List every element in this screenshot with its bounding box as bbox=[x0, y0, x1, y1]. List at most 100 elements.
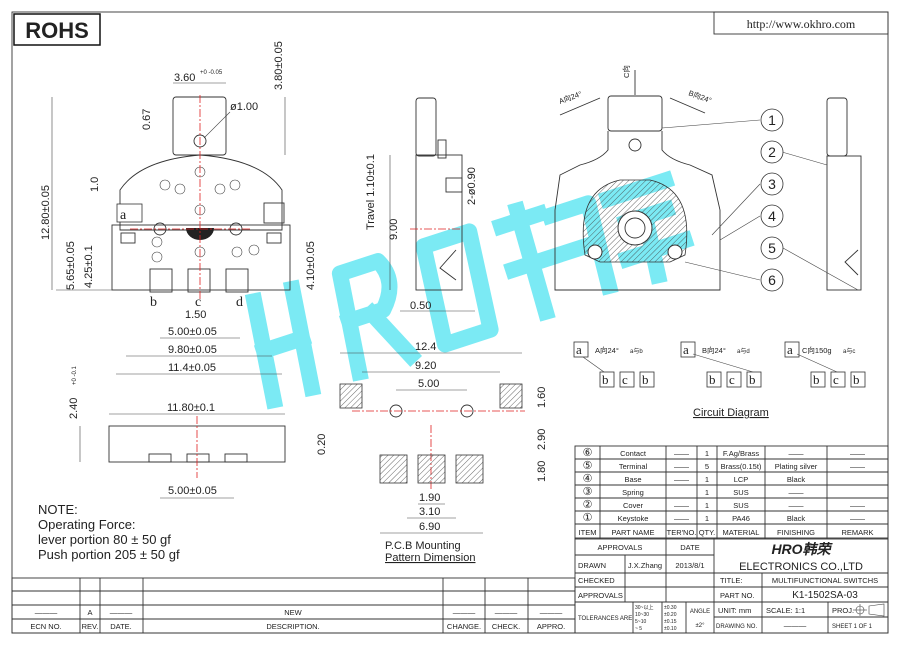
svg-text:5~10: 5~10 bbox=[635, 619, 646, 625]
svg-text:c: c bbox=[622, 372, 628, 387]
bom-cell-item: ④ bbox=[583, 473, 593, 485]
svg-text:1: 1 bbox=[768, 112, 776, 128]
bom-cell-item: ⑤ bbox=[583, 460, 593, 472]
svg-text:ELECTRONICS CO.,LTD: ELECTRONICS CO.,LTD bbox=[739, 561, 863, 573]
svg-text:3.60: 3.60 bbox=[174, 72, 195, 84]
svg-text:5.00: 5.00 bbox=[418, 378, 439, 390]
svg-text:d: d bbox=[236, 295, 243, 310]
bom-cell-finishing: —— bbox=[789, 449, 805, 458]
bom-header-item: ITEM bbox=[579, 528, 597, 537]
svg-text:2.90: 2.90 bbox=[536, 429, 548, 450]
svg-text:———: ——— bbox=[784, 621, 807, 630]
bom-cell-finishing: Black bbox=[787, 475, 806, 484]
svg-text:APPRO.: APPRO. bbox=[537, 622, 565, 631]
svg-text:2: 2 bbox=[768, 144, 776, 160]
svg-text:6: 6 bbox=[768, 272, 776, 288]
svg-text:5.65±0.05: 5.65±0.05 bbox=[65, 241, 77, 290]
bom-cell-remark: —— bbox=[850, 501, 866, 510]
bom-cell-ter: —— bbox=[674, 475, 690, 484]
svg-text:a: a bbox=[787, 342, 793, 357]
svg-text:1.50: 1.50 bbox=[185, 309, 206, 321]
bom-cell-material: PA46 bbox=[732, 514, 750, 523]
bom-cell-ter: —— bbox=[674, 514, 690, 523]
svg-text:2013/8/1: 2013/8/1 bbox=[675, 561, 704, 570]
svg-text:a: a bbox=[576, 342, 582, 357]
svg-text:DATE.: DATE. bbox=[110, 622, 132, 631]
bom-cell-finishing: —— bbox=[789, 501, 805, 510]
svg-text:3.80±0.05: 3.80±0.05 bbox=[273, 41, 285, 90]
svg-text:C向: C向 bbox=[621, 65, 631, 78]
bom-cell-finishing: Black bbox=[787, 514, 806, 523]
svg-text:Travel 1.10±0.1: Travel 1.10±0.1 bbox=[365, 154, 377, 230]
operating-force-note: NOTE: Operating Force: lever portion 80 … bbox=[38, 502, 180, 562]
circuit-group-b: a B向24° a与d b c b bbox=[680, 341, 762, 388]
front-view: a b c d 3.60 +0 -0.05 3.80±0.05 ø1.00 0.… bbox=[40, 41, 317, 375]
svg-text:NEW: NEW bbox=[284, 608, 302, 617]
bom-header-material: MATERIAL bbox=[723, 528, 760, 537]
svg-text:ANGLE: ANGLE bbox=[690, 609, 710, 615]
svg-text:DATE: DATE bbox=[680, 543, 699, 552]
bom-header-ter: TER'NO. bbox=[667, 528, 697, 537]
svg-text:±0.10: ±0.10 bbox=[664, 626, 677, 632]
svg-text:MULTIFUNCTIONAL SWITCHS: MULTIFUNCTIONAL SWITCHS bbox=[772, 576, 878, 585]
bom-cell-name: Contact bbox=[620, 449, 647, 458]
pcb-mounting-pattern: 12.4 9.20 5.00 1.60 0.20 2.90 1.80 1.90 … bbox=[316, 341, 548, 564]
revision-table bbox=[11, 577, 576, 634]
svg-text:0.50: 0.50 bbox=[410, 300, 431, 312]
svg-text:b: b bbox=[602, 372, 609, 387]
section-view: C向 A向24° B向24° 1 2 3 4 5 6 bbox=[554, 65, 862, 292]
svg-text:11.4±0.05: 11.4±0.05 bbox=[168, 362, 216, 374]
bom-cell-name: Spring bbox=[622, 488, 644, 497]
bom-cell-finishing: Plating silver bbox=[775, 462, 818, 471]
bom-cell-item: ① bbox=[583, 512, 593, 524]
svg-text:b: b bbox=[642, 372, 649, 387]
svg-text:http://www.okhro.com: http://www.okhro.com bbox=[747, 17, 856, 31]
rohs-badge: ROHS bbox=[13, 13, 101, 46]
bom-cell-ter: —— bbox=[674, 449, 690, 458]
svg-text:TOLERANCES ARE: TOLERANCES ARE bbox=[578, 616, 632, 622]
svg-text:lever portion 80 ± 50 gf: lever portion 80 ± 50 gf bbox=[38, 532, 171, 547]
svg-text:a与b: a与b bbox=[630, 347, 643, 355]
svg-text:A: A bbox=[87, 608, 92, 617]
revision-row: ——— A ——— NEW ——— ——— ——— ECN NO. REV. D… bbox=[30, 608, 565, 631]
bom-cell-name: Terminal bbox=[619, 462, 648, 471]
svg-text:1.90: 1.90 bbox=[419, 492, 440, 504]
circuit-group-a: a A向24° a与b b c b bbox=[573, 341, 655, 388]
svg-text:CHANGE.: CHANGE. bbox=[447, 622, 481, 631]
svg-text:TITLE:: TITLE: bbox=[720, 576, 743, 585]
bom-cell-qty: 1 bbox=[705, 501, 709, 510]
svg-text:~ 5: ~ 5 bbox=[635, 626, 642, 632]
svg-text:Pattern Dimension: Pattern Dimension bbox=[385, 552, 476, 564]
svg-text:2-ø0.90: 2-ø0.90 bbox=[466, 167, 478, 205]
company-logo: HRO韩荣 bbox=[771, 541, 833, 557]
svg-text:PART NO.: PART NO. bbox=[720, 591, 755, 600]
bom-cell-remark: —— bbox=[850, 514, 866, 523]
svg-text:a与c: a与c bbox=[843, 347, 855, 355]
svg-text:9.00: 9.00 bbox=[388, 219, 400, 240]
bottom-view: 11.80±0.1 2.40 +0 -0.1 5.00±0.05 bbox=[68, 365, 286, 499]
bom-cell-qty: 1 bbox=[705, 488, 709, 497]
bom-header-qty: QTY. bbox=[699, 528, 716, 537]
svg-text:4: 4 bbox=[768, 208, 776, 224]
svg-text:3.10: 3.10 bbox=[419, 506, 440, 518]
svg-text:DRAWING NO.: DRAWING NO. bbox=[716, 624, 757, 630]
svg-text:———: ——— bbox=[453, 608, 476, 617]
svg-text:4.25±0.1: 4.25±0.1 bbox=[83, 245, 95, 288]
bom-header-name: PART NAME bbox=[612, 528, 655, 537]
svg-text:CHECK.: CHECK. bbox=[492, 622, 520, 631]
svg-text:NOTE:: NOTE: bbox=[38, 502, 78, 517]
bom-cell-name: Keystoke bbox=[618, 514, 649, 523]
bom-border bbox=[574, 445, 889, 540]
bom-cell-ter: —— bbox=[674, 462, 690, 471]
bom-cell-material: SUS bbox=[733, 501, 748, 510]
svg-text:+0 -0.05: +0 -0.05 bbox=[200, 70, 223, 76]
projection-symbol-icon bbox=[853, 603, 885, 617]
circuit-group-c: a C向150g a与c b c b bbox=[784, 341, 866, 388]
svg-text:SHEET 1 OF 1: SHEET 1 OF 1 bbox=[832, 624, 873, 630]
svg-text:a: a bbox=[120, 208, 127, 223]
svg-text:ø1.00: ø1.00 bbox=[230, 101, 258, 113]
svg-text:±0.20: ±0.20 bbox=[664, 612, 677, 618]
svg-text:12.4: 12.4 bbox=[415, 341, 436, 353]
svg-text:1.0: 1.0 bbox=[89, 177, 101, 192]
